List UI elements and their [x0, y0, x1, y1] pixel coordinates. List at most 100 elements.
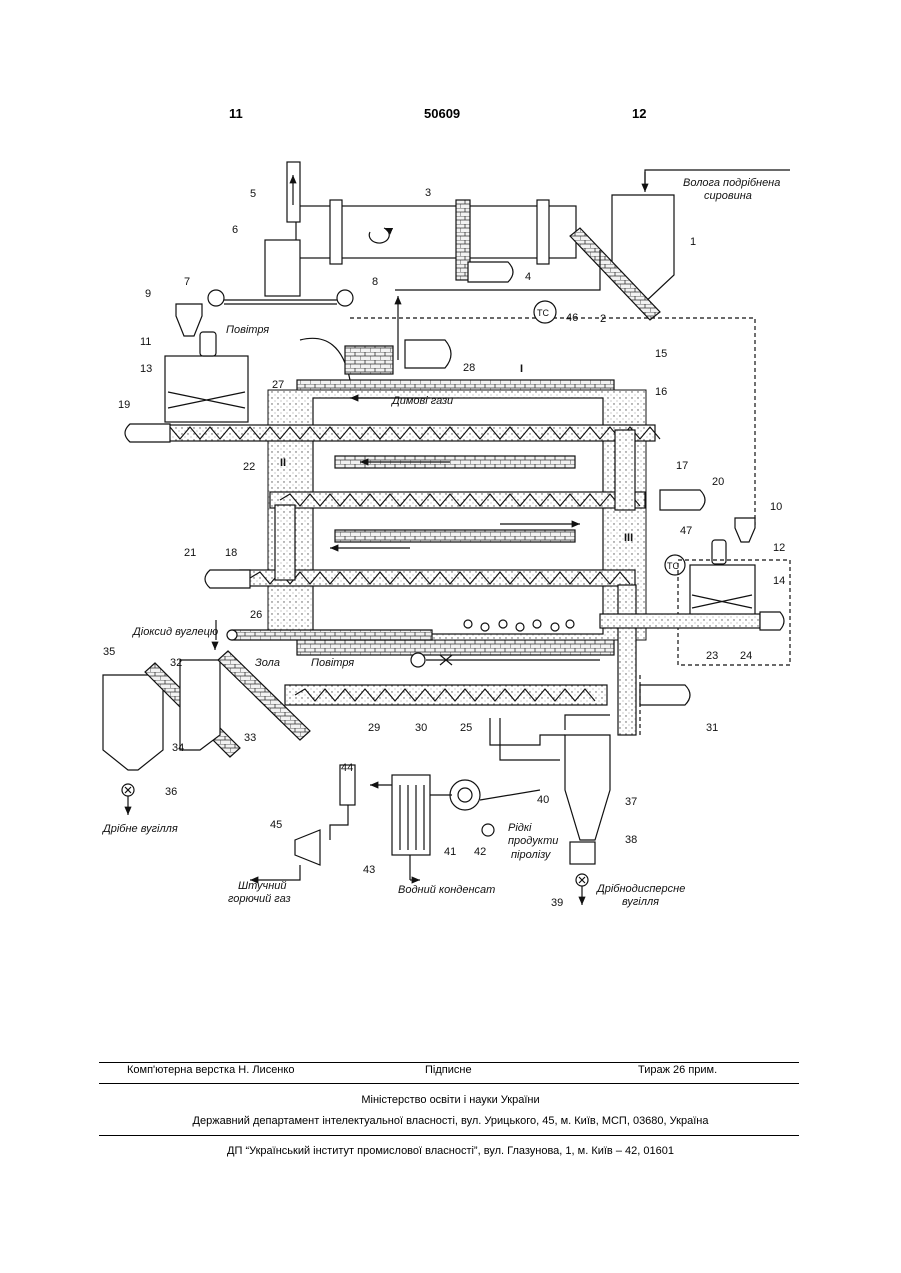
label-7: 7 [184, 276, 190, 288]
motor-20 [660, 490, 705, 510]
label-40: 40 [537, 794, 549, 806]
screw-23 [600, 614, 760, 628]
co2-text: Діоксид вуглецю [131, 626, 218, 638]
footer-rule-top [99, 1062, 799, 1063]
label-15: 15 [655, 348, 667, 360]
label-36: 36 [165, 786, 177, 798]
label-38: 38 [625, 834, 637, 846]
label-6: 6 [232, 224, 238, 236]
footer-typesetting: Комп'ютерна верстка Н. Лисенко [127, 1064, 294, 1076]
label-33: 33 [244, 732, 256, 744]
label-11: 11 [140, 336, 151, 348]
cyclone-9 [176, 304, 202, 336]
label-3: 3 [425, 187, 431, 199]
label-34: 34 [172, 742, 184, 754]
motor-21 [205, 570, 250, 588]
motor-31 [640, 685, 690, 705]
tc-label-47: TC [667, 561, 679, 571]
feed-text-1: Волога подрібнена [683, 177, 780, 189]
fan-8 [337, 290, 353, 306]
label-5: 5 [250, 188, 256, 200]
fine-coal-text: Дрібне вугілля [101, 823, 178, 835]
footer-rule-mid [99, 1083, 799, 1084]
cyclone-10 [735, 518, 755, 542]
label-16: 16 [655, 386, 667, 398]
label-39: 39 [551, 897, 563, 909]
feed-text-2: сировина [704, 190, 752, 202]
liquid-text-2: продукти [508, 835, 558, 847]
footer-circulation: Тираж 26 прим. [638, 1064, 717, 1076]
label-19: 19 [118, 399, 130, 411]
fan-7 [208, 290, 224, 306]
liquid-text-3: піролізу [511, 849, 552, 861]
process-diagram: 1 2 3 4 5 6 7 8 9 10 11 12 13 14 15 16 1… [0, 0, 901, 960]
flue-gases-text: Димові гази [390, 395, 453, 407]
footer-rule-bottom [99, 1135, 799, 1136]
roman-II: II [280, 457, 286, 469]
burner [345, 346, 393, 374]
label-43: 43 [363, 864, 375, 876]
blower-28 [405, 340, 451, 368]
label-20: 20 [712, 476, 724, 488]
footer-signed: Підписне [425, 1064, 472, 1076]
ash-screw [232, 630, 432, 640]
gas-chamber [265, 240, 300, 296]
label-12: 12 [773, 542, 785, 554]
label-10: 10 [770, 501, 782, 513]
label-23: 23 [706, 650, 718, 662]
label-37: 37 [625, 796, 637, 808]
label-28: 28 [463, 362, 475, 374]
label-30: 30 [415, 722, 427, 734]
label-32: 32 [170, 657, 182, 669]
retort-III [240, 570, 635, 586]
label-45: 45 [270, 819, 282, 831]
retort-II [270, 492, 645, 508]
footer-institute: ДП “Український інститут промислової вла… [0, 1145, 901, 1157]
hopper-12 [690, 565, 755, 615]
retort-I [150, 425, 660, 441]
air-top-text: Повітря [226, 324, 269, 336]
fine-coal-hopper [103, 675, 163, 770]
drum-dryer [296, 200, 576, 280]
label-21: 21 [184, 547, 196, 559]
label-42: 42 [474, 846, 486, 858]
dispersed-text-2: вугілля [622, 896, 659, 908]
cyclone-37 [565, 735, 610, 840]
label-29: 29 [368, 722, 380, 734]
label-41: 41 [444, 846, 456, 858]
label-46: 46 [566, 312, 578, 324]
label-27: 27 [272, 379, 284, 391]
gas-text-1: Штучний [238, 880, 287, 892]
label-17: 17 [676, 460, 688, 472]
label-26: 26 [250, 609, 262, 621]
label-8: 8 [372, 276, 378, 288]
motor-19 [125, 424, 170, 442]
ash-text: Зола [255, 657, 280, 669]
compressor-45 [295, 830, 320, 865]
label-14: 14 [773, 575, 785, 587]
label-18: 18 [225, 547, 237, 559]
condensate-text: Водний конденсат [398, 884, 495, 896]
label-31: 31 [706, 722, 718, 734]
hopper-11 [165, 356, 248, 422]
gas-text-2: горючий газ [228, 893, 291, 905]
label-25: 25 [460, 722, 472, 734]
label-1: 1 [690, 236, 696, 248]
label-4: 4 [525, 271, 531, 283]
gas-fan-41 [450, 780, 480, 810]
roman-I: I [520, 363, 523, 375]
label-2: 2 [600, 313, 606, 325]
air-fan [411, 653, 425, 667]
collector-38 [570, 842, 595, 864]
label-22: 22 [243, 461, 255, 473]
label-47: 47 [680, 525, 692, 537]
footer-department: Державний департамент інтелектуальної вл… [0, 1115, 901, 1127]
tc-label-46: TC [537, 308, 549, 318]
liquid-text-1: Рідкі [508, 822, 532, 834]
label-9: 9 [145, 288, 151, 300]
pump-42 [482, 824, 494, 836]
dispersed-text-1: Дрібнодисперсне [595, 883, 685, 895]
roman-III: III [624, 532, 633, 544]
bunker-32 [180, 660, 220, 750]
label-24: 24 [740, 650, 752, 662]
